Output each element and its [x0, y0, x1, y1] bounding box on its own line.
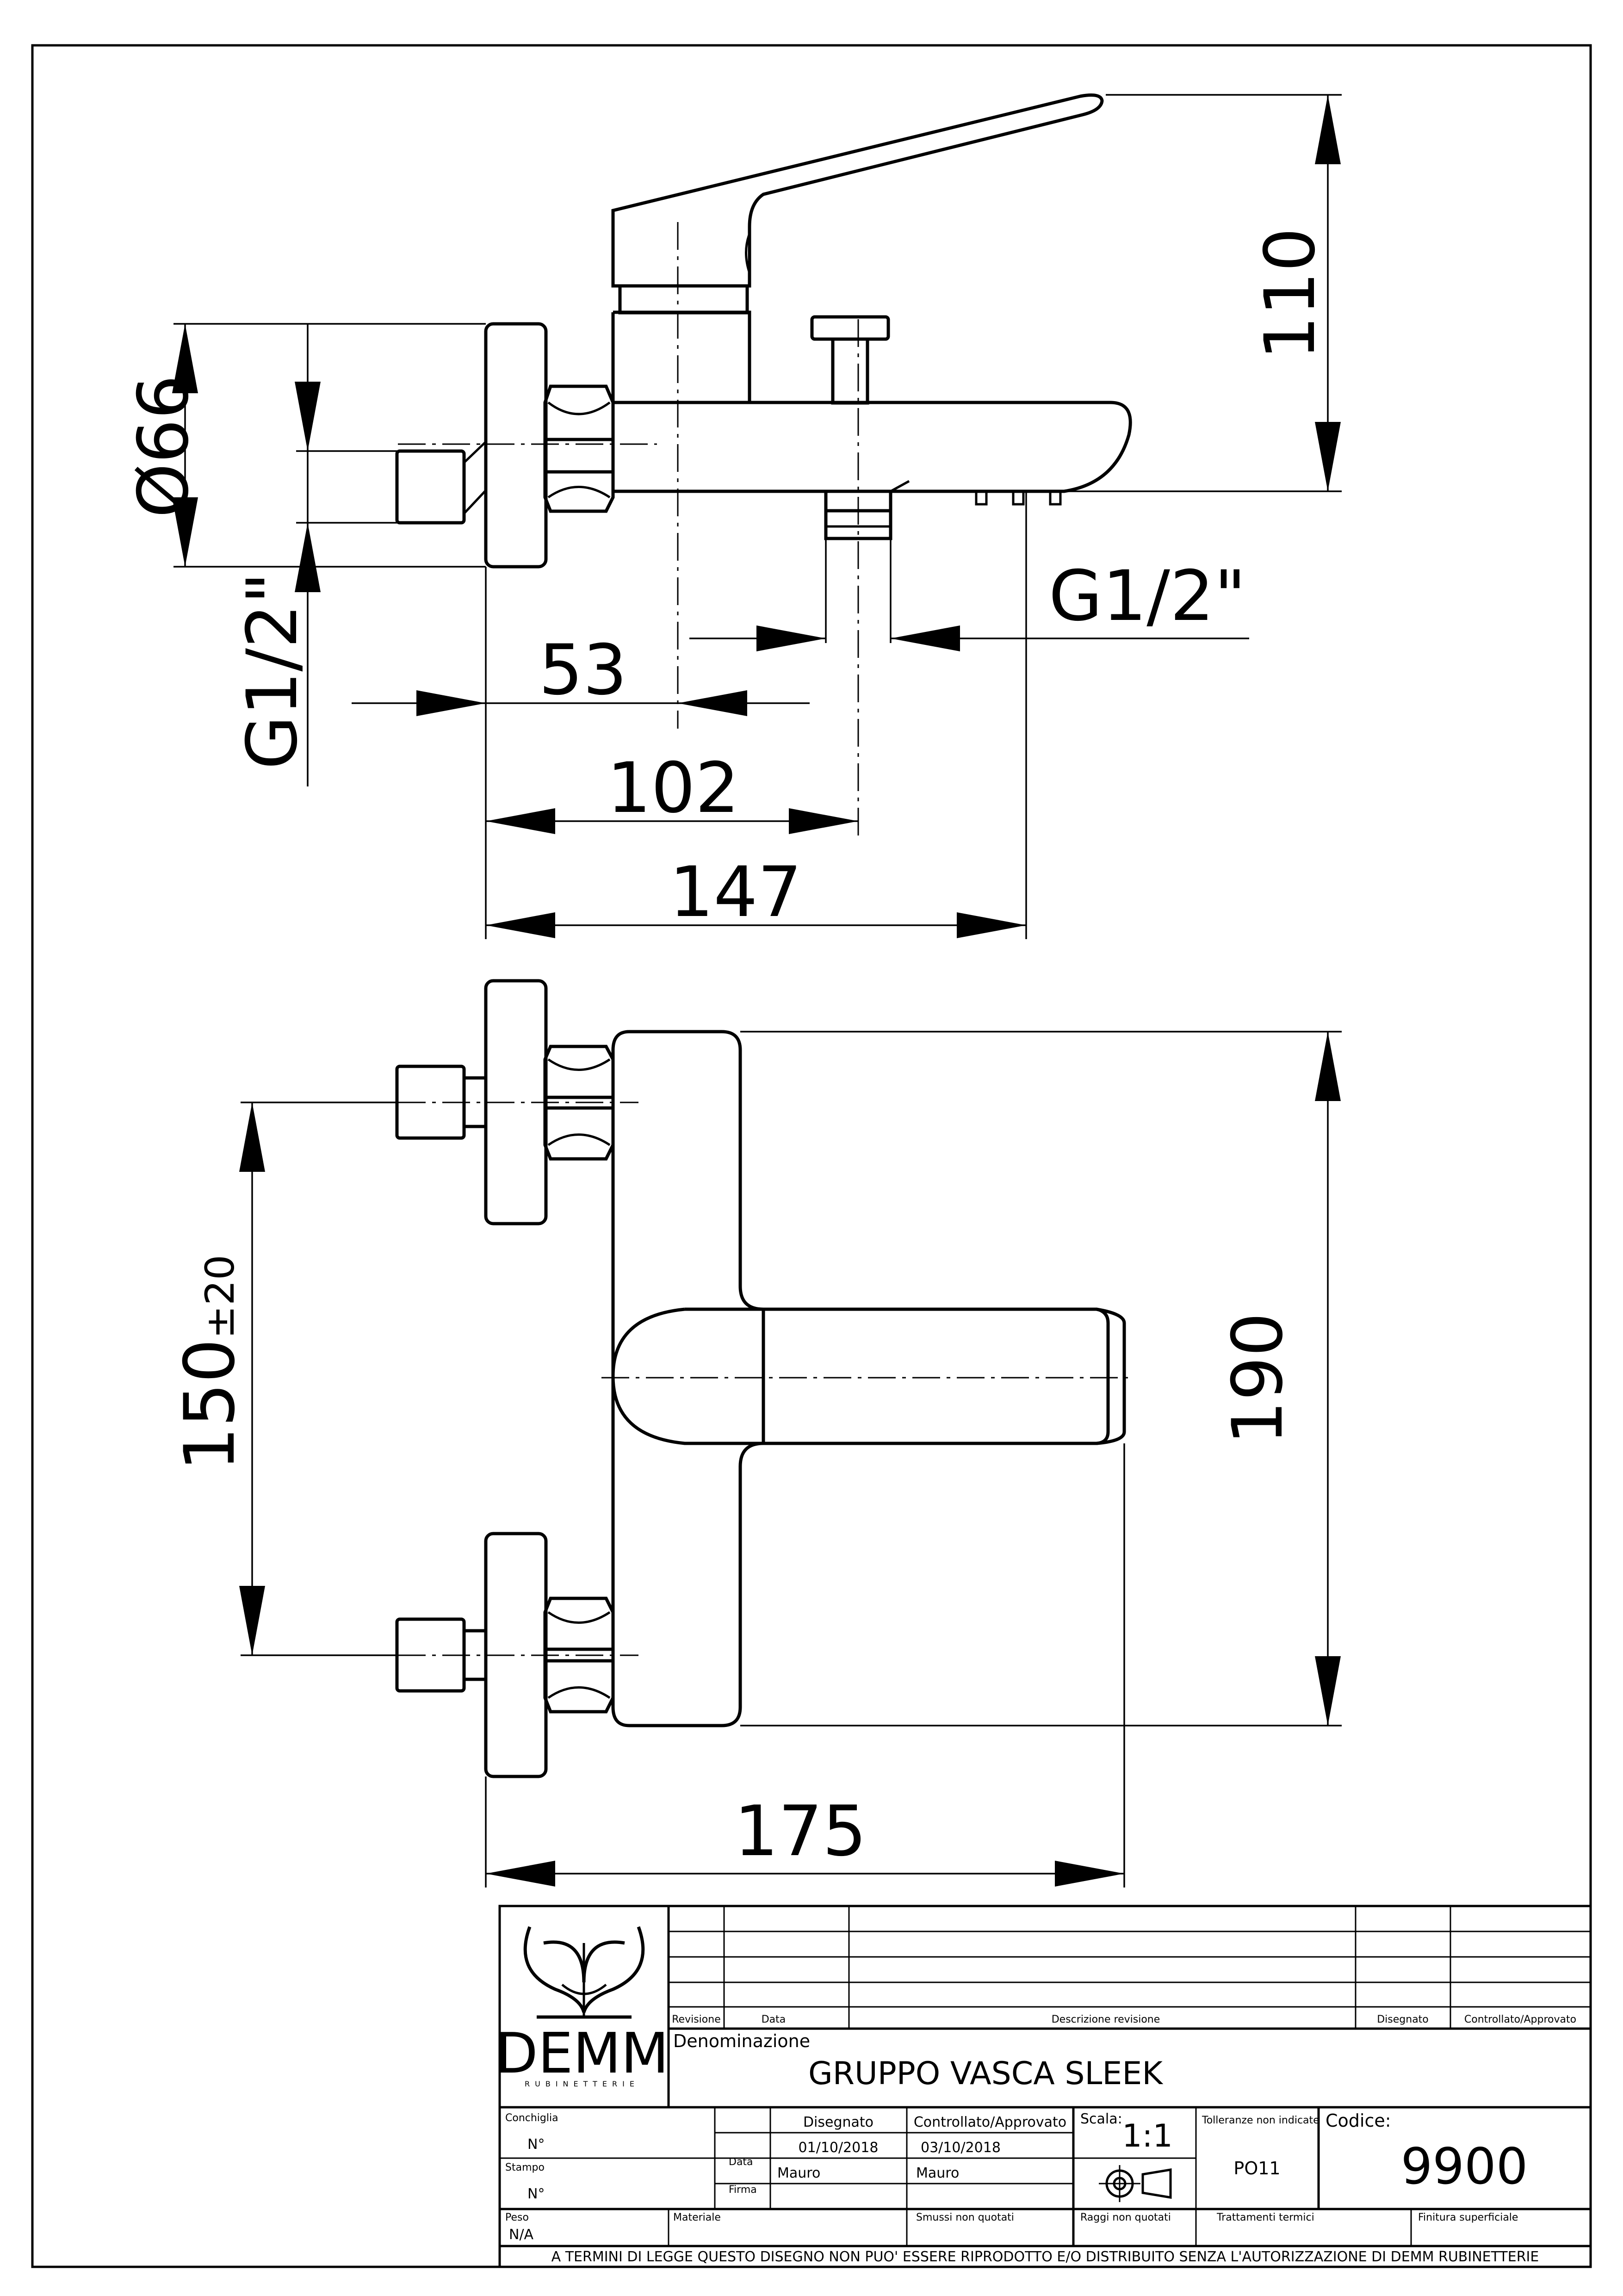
logo-text: DEMM [495, 2022, 669, 2086]
conchiglia-label: Conchiglia [505, 2112, 558, 2124]
projection-symbol-icon [1099, 2165, 1172, 2202]
controllato-label: Controllato/Approvato [914, 2114, 1066, 2130]
hex-nut-side [543, 384, 615, 513]
mixer-body-side [613, 401, 1132, 493]
raggi-label: Raggi non quotati [1080, 2212, 1171, 2223]
dim-width: 190 [1218, 1312, 1298, 1445]
rev-header-disegnato: Disegnato [1377, 2014, 1429, 2025]
trattamenti-label: Trattamenti termici [1216, 2212, 1314, 2223]
demm-logo-icon [523, 1926, 645, 2019]
codice-label: Codice: [1326, 2110, 1391, 2131]
mixer-body-top [611, 1030, 765, 1727]
stampo-label: Stampo [505, 2162, 545, 2173]
finitura-label: Finitura superficiale [1418, 2212, 1518, 2223]
tolleranze-value: PO11 [1233, 2158, 1280, 2178]
peso-value: N/A [509, 2227, 534, 2243]
top-view: 150±20 190 175 [170, 979, 1342, 1888]
dim-102: 102 [607, 748, 739, 829]
wall-flange [484, 322, 548, 569]
peso-label: Peso [505, 2212, 529, 2223]
dim-53: 53 [539, 630, 627, 711]
side-view: Ø66 G1/2" 110 G1/2" 53 102 147 [124, 93, 1342, 939]
rev-header-data: Data [762, 2014, 786, 2025]
disegnato-label: Disegnato [803, 2114, 873, 2130]
codice-value: 9900 [1401, 2138, 1528, 2196]
inlet-fitting [395, 449, 466, 525]
rev-header-revisione: Revisione [672, 2014, 720, 2025]
spout-top [763, 1307, 1110, 1445]
dim-inlet-thread: G1/2" [232, 572, 313, 770]
rev-header-descrizione: Descrizione revisione [1052, 2014, 1160, 2025]
smussi-label: Smussi non quotati [916, 2212, 1014, 2223]
stampo-value: N° [527, 2186, 545, 2202]
tolleranze-label: Tolleranze non indicate [1202, 2115, 1319, 2126]
title-block: Revisione Data Descrizione revisione Dis… [495, 1905, 1592, 2268]
firma-label: Firma [729, 2184, 757, 2196]
conchiglia-value: N° [527, 2136, 545, 2153]
firma-disegnato: Mauro [777, 2165, 820, 2181]
scala-value: 1:1 [1122, 2118, 1172, 2154]
lever-handle-side [611, 93, 1104, 288]
data-disegnato: 01/10/2018 [799, 2140, 879, 2156]
sheet-border [31, 44, 1592, 2268]
dim-spacing: 150±20 [170, 1255, 250, 1471]
data-label: Data [729, 2156, 753, 2168]
materiale-label: Materiale [673, 2212, 721, 2223]
diverter-knob [810, 315, 890, 341]
scala-label: Scala: [1080, 2111, 1122, 2127]
dim-height: 110 [1250, 228, 1331, 360]
dim-diameter: Ø66 [124, 375, 204, 518]
dim-depth: 175 [734, 1791, 867, 1872]
firma-controllato: Mauro [916, 2165, 959, 2181]
denominazione-value: GRUPPO VASCA SLEEK [808, 2055, 1164, 2092]
rev-header-controllato: Controllato/Approvato [1464, 2014, 1576, 2025]
dim-147: 147 [669, 852, 802, 933]
denominazione-label: Denominazione [673, 2031, 810, 2051]
data-controllato: 03/10/2018 [921, 2140, 1001, 2156]
footer-notice: A TERMINI DI LEGGE QUESTO DISEGNO NON PU… [551, 2249, 1539, 2265]
logo-subtext: RUBINETTERIE [525, 2079, 639, 2088]
dim-outlet-thread: G1/2" [1049, 556, 1246, 637]
